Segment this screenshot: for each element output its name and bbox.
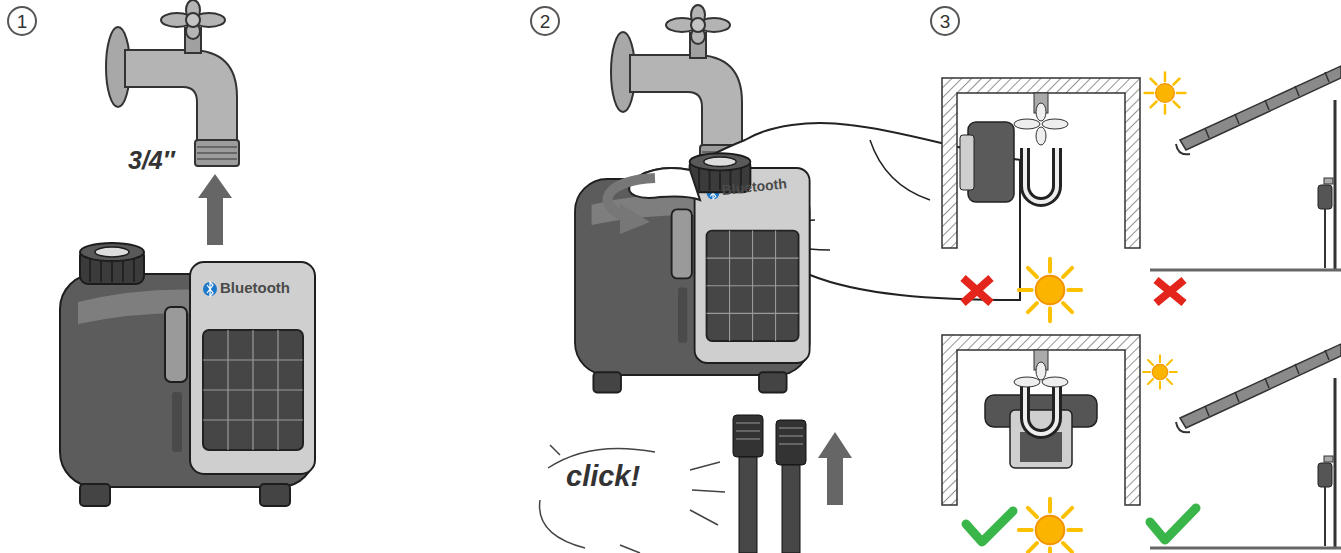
wrong-mark xyxy=(1156,280,1184,303)
hose-connectors xyxy=(736,423,760,439)
step-number-text: 1 xyxy=(17,12,28,31)
timer-front-view xyxy=(1036,362,1046,380)
step-number: 2 xyxy=(530,6,560,36)
timer-front-view xyxy=(985,350,1097,468)
timer-side-view xyxy=(1014,119,1040,129)
panel-three xyxy=(1145,73,1186,114)
timer-side-view xyxy=(960,135,974,190)
wrong-mark xyxy=(963,278,991,303)
rotation-arrow xyxy=(608,178,655,234)
step-number: 3 xyxy=(930,6,960,36)
panel-one xyxy=(60,0,315,506)
panel-two xyxy=(611,5,744,171)
instruction-label: click! xyxy=(566,462,640,491)
upward-arrow xyxy=(827,455,843,505)
timer-side-view xyxy=(960,93,1068,202)
timer-side-view xyxy=(968,122,1014,202)
panel-one xyxy=(106,0,239,166)
hose-connectors xyxy=(779,428,803,444)
upward-arrow xyxy=(818,432,852,458)
panel-three xyxy=(1150,344,1341,548)
upward-arrow xyxy=(198,174,232,198)
step-number-text: 2 xyxy=(540,12,551,31)
instruction-label: 3/4″ xyxy=(128,148,175,173)
panel-three xyxy=(1019,499,1081,553)
panel-one xyxy=(80,243,144,284)
upward-arrow xyxy=(818,432,852,505)
upward-arrow xyxy=(207,195,223,245)
timer-front-view xyxy=(1025,385,1057,434)
hose-connectors xyxy=(733,415,763,457)
hose-connectors xyxy=(782,465,800,553)
timer-side-view xyxy=(1025,148,1057,202)
panel-three xyxy=(1150,66,1341,270)
timer-front-view xyxy=(1014,377,1040,387)
brand-badge-text: Bluetooth xyxy=(220,280,290,295)
panel-three xyxy=(942,66,1341,553)
panel-three xyxy=(1143,355,1177,389)
correct-mark xyxy=(966,511,1013,542)
timer-side-view xyxy=(1036,103,1046,121)
timer-front-view xyxy=(1025,385,1057,434)
step-number-text: 3 xyxy=(940,12,951,31)
wall-niche xyxy=(942,335,1140,505)
panel-two xyxy=(575,168,810,392)
hose-connectors xyxy=(739,457,757,553)
timer-front-view xyxy=(1042,377,1068,387)
hose-connectors xyxy=(776,420,806,465)
hose-connectors xyxy=(733,415,806,553)
click-burst xyxy=(540,445,725,553)
panel-one xyxy=(60,262,315,506)
step-number: 1 xyxy=(7,6,37,36)
timer-side-view xyxy=(1036,127,1046,145)
wall-niche xyxy=(942,78,1140,248)
upward-arrow xyxy=(198,174,232,245)
timer-side-view xyxy=(1025,148,1057,202)
rotation-arrow xyxy=(620,204,650,234)
timer-side-view xyxy=(1042,119,1068,129)
panel-three xyxy=(1019,259,1081,321)
correct-mark xyxy=(1150,508,1196,540)
